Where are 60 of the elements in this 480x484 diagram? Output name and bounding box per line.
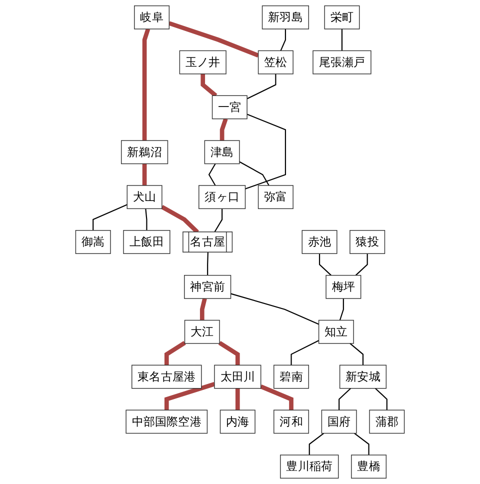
connector <box>239 161 270 186</box>
node-box: 内海 <box>220 410 256 434</box>
node-box: 弥富 <box>258 185 294 210</box>
node-box: 赤池 <box>302 230 338 254</box>
node-box: 知立 <box>318 320 354 344</box>
connector <box>168 21 260 58</box>
node-box: 犬山 <box>126 185 162 210</box>
connector <box>145 208 148 230</box>
node-box: 栄町 <box>324 5 360 30</box>
node-box: 神宮前 <box>184 274 232 299</box>
connector <box>374 388 388 410</box>
node-box: 一宮 <box>212 95 248 120</box>
connector <box>164 341 186 366</box>
connector <box>341 28 343 51</box>
node-box: 蒲郡 <box>369 410 405 434</box>
node-box: 碧南 <box>274 364 310 389</box>
connector <box>164 382 216 410</box>
node-box: 御嵩 <box>75 230 111 254</box>
node-box: 尾張瀬戸 <box>312 50 372 74</box>
connector <box>290 340 320 366</box>
connector <box>246 74 276 100</box>
connector <box>207 252 208 276</box>
node-box: 新安城 <box>339 364 387 389</box>
node-box: 国府 <box>321 410 357 434</box>
connector <box>350 343 364 366</box>
node-box: 岐阜 <box>134 5 170 30</box>
node-box: 東名古屋港 <box>132 364 202 389</box>
connector <box>214 208 223 232</box>
node-box: 上飯田 <box>123 230 170 254</box>
connector <box>220 118 228 141</box>
node-box: 津島 <box>204 140 240 164</box>
connector <box>142 28 150 141</box>
connector <box>245 114 286 190</box>
connector <box>355 254 368 276</box>
node-box: 須ヶ口 <box>198 185 246 210</box>
connector <box>200 74 218 98</box>
node-box: 河和 <box>274 410 310 434</box>
connector <box>339 298 344 320</box>
connector <box>354 432 370 456</box>
connector <box>308 432 324 456</box>
node-box: 大江 <box>184 320 220 344</box>
node-box: 新鵜沼 <box>121 140 168 164</box>
node-box: 中部国際空港 <box>126 410 208 434</box>
node-box: 豊橋 <box>351 454 387 479</box>
connector <box>338 388 352 410</box>
connector <box>200 298 207 320</box>
node-box: 玉ノ井 <box>179 50 226 74</box>
connector <box>280 28 286 51</box>
node-box: 梅坪 <box>326 274 362 299</box>
connector <box>92 204 128 230</box>
node-box: 新羽島 <box>262 5 310 30</box>
node-box: 笠松 <box>258 50 294 74</box>
connector <box>318 254 332 276</box>
connector <box>230 293 320 325</box>
node-box: 豊川稲荷 <box>280 454 339 479</box>
connector <box>142 164 147 186</box>
connector <box>218 341 240 366</box>
node-box: 太田川 <box>214 364 262 389</box>
node-box: 猿投 <box>350 230 386 254</box>
connector <box>235 388 240 410</box>
